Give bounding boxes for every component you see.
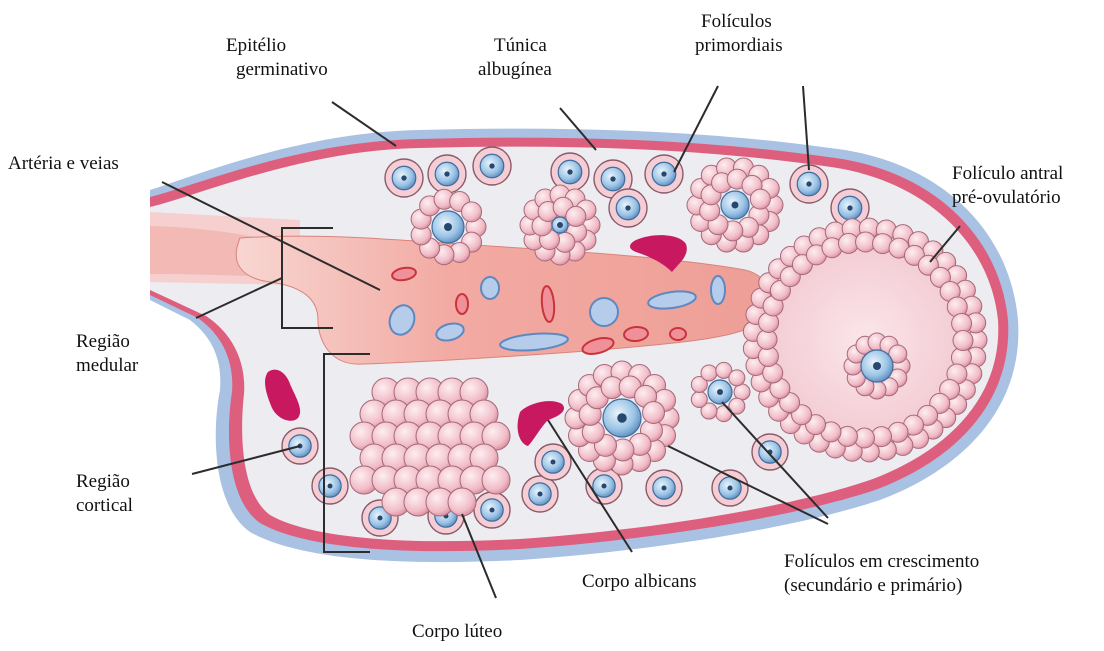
label-tunica-line1: Túnica <box>478 34 552 58</box>
oocyte-nucleus <box>717 389 723 395</box>
vein-section <box>711 276 725 304</box>
oocyte-nucleus <box>661 485 666 490</box>
granulosa-cell <box>643 402 665 424</box>
oocyte-nucleus <box>732 202 739 209</box>
label-primordiais: Folículos primordiais <box>695 10 783 58</box>
label-primordiais-line2: primordiais <box>695 34 783 58</box>
corpus-luteum-cell <box>448 488 476 516</box>
oocyte-nucleus <box>847 205 852 210</box>
antral-granulosa-cell <box>953 331 973 351</box>
granulosa-cell <box>734 384 750 400</box>
vein-section <box>481 277 499 299</box>
label-arteria: Artéria e veias <box>8 152 119 176</box>
oocyte-nucleus <box>444 223 452 231</box>
label-antral-line2: pré-ovulatório <box>952 186 1063 210</box>
oocyte-nucleus <box>537 491 542 496</box>
granulosa-cell <box>462 202 482 222</box>
oocyte-nucleus <box>489 507 494 512</box>
oocyte-nucleus <box>401 175 406 180</box>
oocyte-nucleus <box>557 222 563 228</box>
label-epitelio: Epitélio germinativo <box>226 34 328 82</box>
label-luteo-text: Corpo lúteo <box>412 620 502 644</box>
oocyte-nucleus <box>873 362 881 370</box>
oocyte-nucleus <box>550 459 555 464</box>
granulosa-cell <box>701 365 717 381</box>
oocyte-nucleus <box>567 169 572 174</box>
granulosa-cell <box>750 189 770 209</box>
label-arteria-text: Artéria e veias <box>8 152 119 176</box>
label-epitelio-line1: Epitélio <box>226 34 328 58</box>
label-antral: Folículo antral pré-ovulatório <box>952 162 1063 210</box>
label-epitelio-line2: germinativo <box>226 58 328 82</box>
label-medular: Região medular <box>76 330 138 378</box>
granulosa-cell <box>566 206 586 226</box>
oocyte-nucleus <box>806 181 811 186</box>
label-antral-line1: Folículo antral <box>952 162 1063 186</box>
oocyte-nucleus <box>327 483 332 488</box>
label-cortical-line1: Região <box>76 470 133 494</box>
granulosa-cell <box>716 406 732 422</box>
label-tunica-line2: albugínea <box>478 58 552 82</box>
oocyte-nucleus <box>625 205 630 210</box>
label-albicans-text: Corpo albicans <box>582 570 697 594</box>
label-cortical: Região cortical <box>76 470 133 518</box>
label-medular-line1: Região <box>76 330 138 354</box>
label-crescimento: Folículos em crescimento (secundário e p… <box>784 550 979 598</box>
oocyte-nucleus <box>489 163 494 168</box>
oocyte-nucleus <box>610 176 615 181</box>
label-medular-line2: medular <box>76 354 138 378</box>
corpus-luteum-cell <box>482 466 510 494</box>
label-cortical-line2: cortical <box>76 494 133 518</box>
vein-section <box>590 298 618 326</box>
artery-section <box>670 328 686 340</box>
label-crescimento-line2: (secundário e primário) <box>784 574 979 598</box>
artery-section <box>456 294 468 314</box>
oocyte-nucleus <box>727 485 732 490</box>
granulosa-cell <box>729 370 745 386</box>
oocyte-nucleus <box>601 483 606 488</box>
oocyte-nucleus <box>444 171 449 176</box>
oocyte-nucleus <box>617 413 627 423</box>
label-tunica: Túnica albugínea <box>478 34 552 82</box>
label-luteo: Corpo lúteo <box>412 620 502 644</box>
label-primordiais-line1: Folículos <box>695 10 783 34</box>
label-albicans: Corpo albicans <box>582 570 697 594</box>
granulosa-cell <box>691 392 707 408</box>
oocyte-nucleus <box>661 171 666 176</box>
oocyte-nucleus <box>377 515 382 520</box>
label-crescimento-line1: Folículos em crescimento <box>784 550 979 574</box>
